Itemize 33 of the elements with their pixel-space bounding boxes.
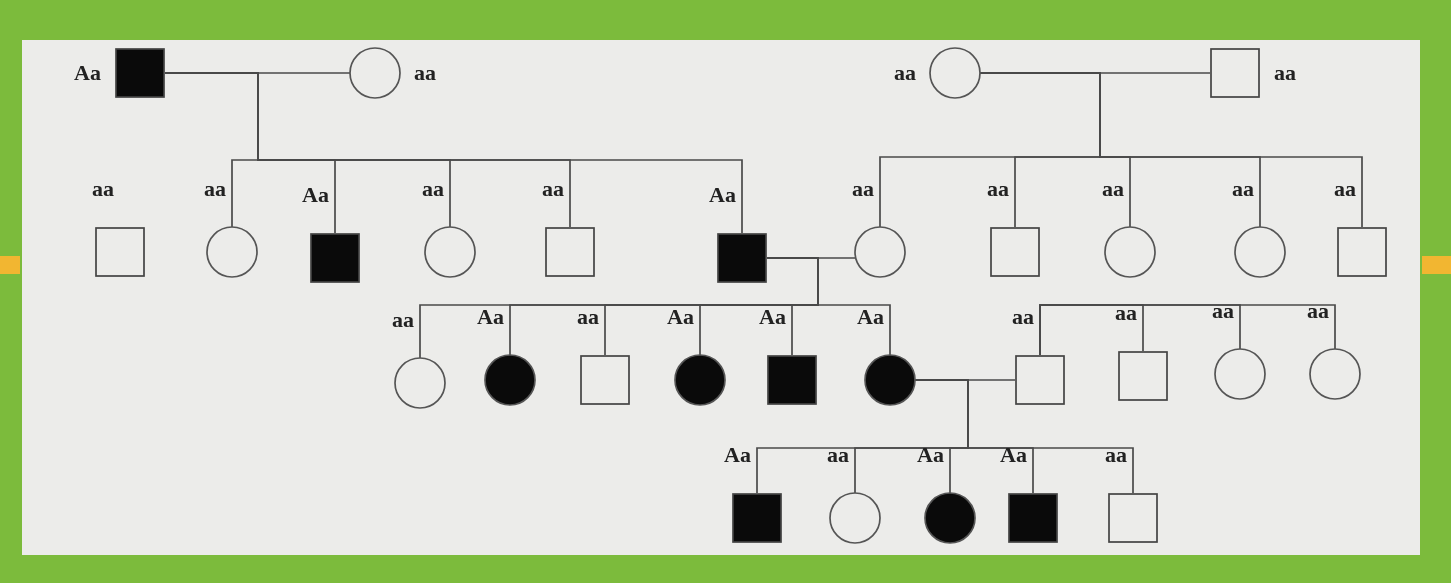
genotype-label: aa <box>1232 177 1254 201</box>
descent-line <box>766 257 891 356</box>
genotype-label: aa <box>542 177 564 201</box>
genotype-label: aa <box>1105 443 1127 467</box>
genotype-label: aa <box>1274 61 1296 85</box>
genotype-label: aa <box>1115 301 1137 325</box>
genotype-label: Aa <box>477 305 504 329</box>
genotype-label: Aa <box>74 61 101 85</box>
genotype-label: aa <box>392 308 414 332</box>
genotype-label: aa <box>827 443 849 467</box>
genotype-label: aa <box>1102 177 1124 201</box>
genotype-label: Aa <box>709 183 736 207</box>
descent-line <box>914 379 1134 494</box>
genotype-label: Aa <box>667 305 694 329</box>
genotype-label: aa <box>852 177 874 201</box>
genotype-label: aa <box>894 61 916 85</box>
genotype-label: Aa <box>759 305 786 329</box>
genotype-label: Aa <box>857 305 884 329</box>
genotype-label: aa <box>987 177 1009 201</box>
genotype-label: aa <box>1307 299 1329 323</box>
genotype-label: aa <box>204 177 226 201</box>
genotype-label: Aa <box>917 443 944 467</box>
genotype-label: aa <box>422 177 444 201</box>
genotype-label: aa <box>577 305 599 329</box>
genotype-label: aa <box>1334 177 1356 201</box>
genotype-label: Aa <box>724 443 751 467</box>
genotype-label: aa <box>1212 299 1234 323</box>
genotype-label: aa <box>414 61 436 85</box>
genotype-label: aa <box>92 177 114 201</box>
genotype-label: Aa <box>1000 443 1027 467</box>
genotype-label: Aa <box>302 183 329 207</box>
genotype-label: aa <box>1012 305 1034 329</box>
descent-line <box>979 72 1363 228</box>
